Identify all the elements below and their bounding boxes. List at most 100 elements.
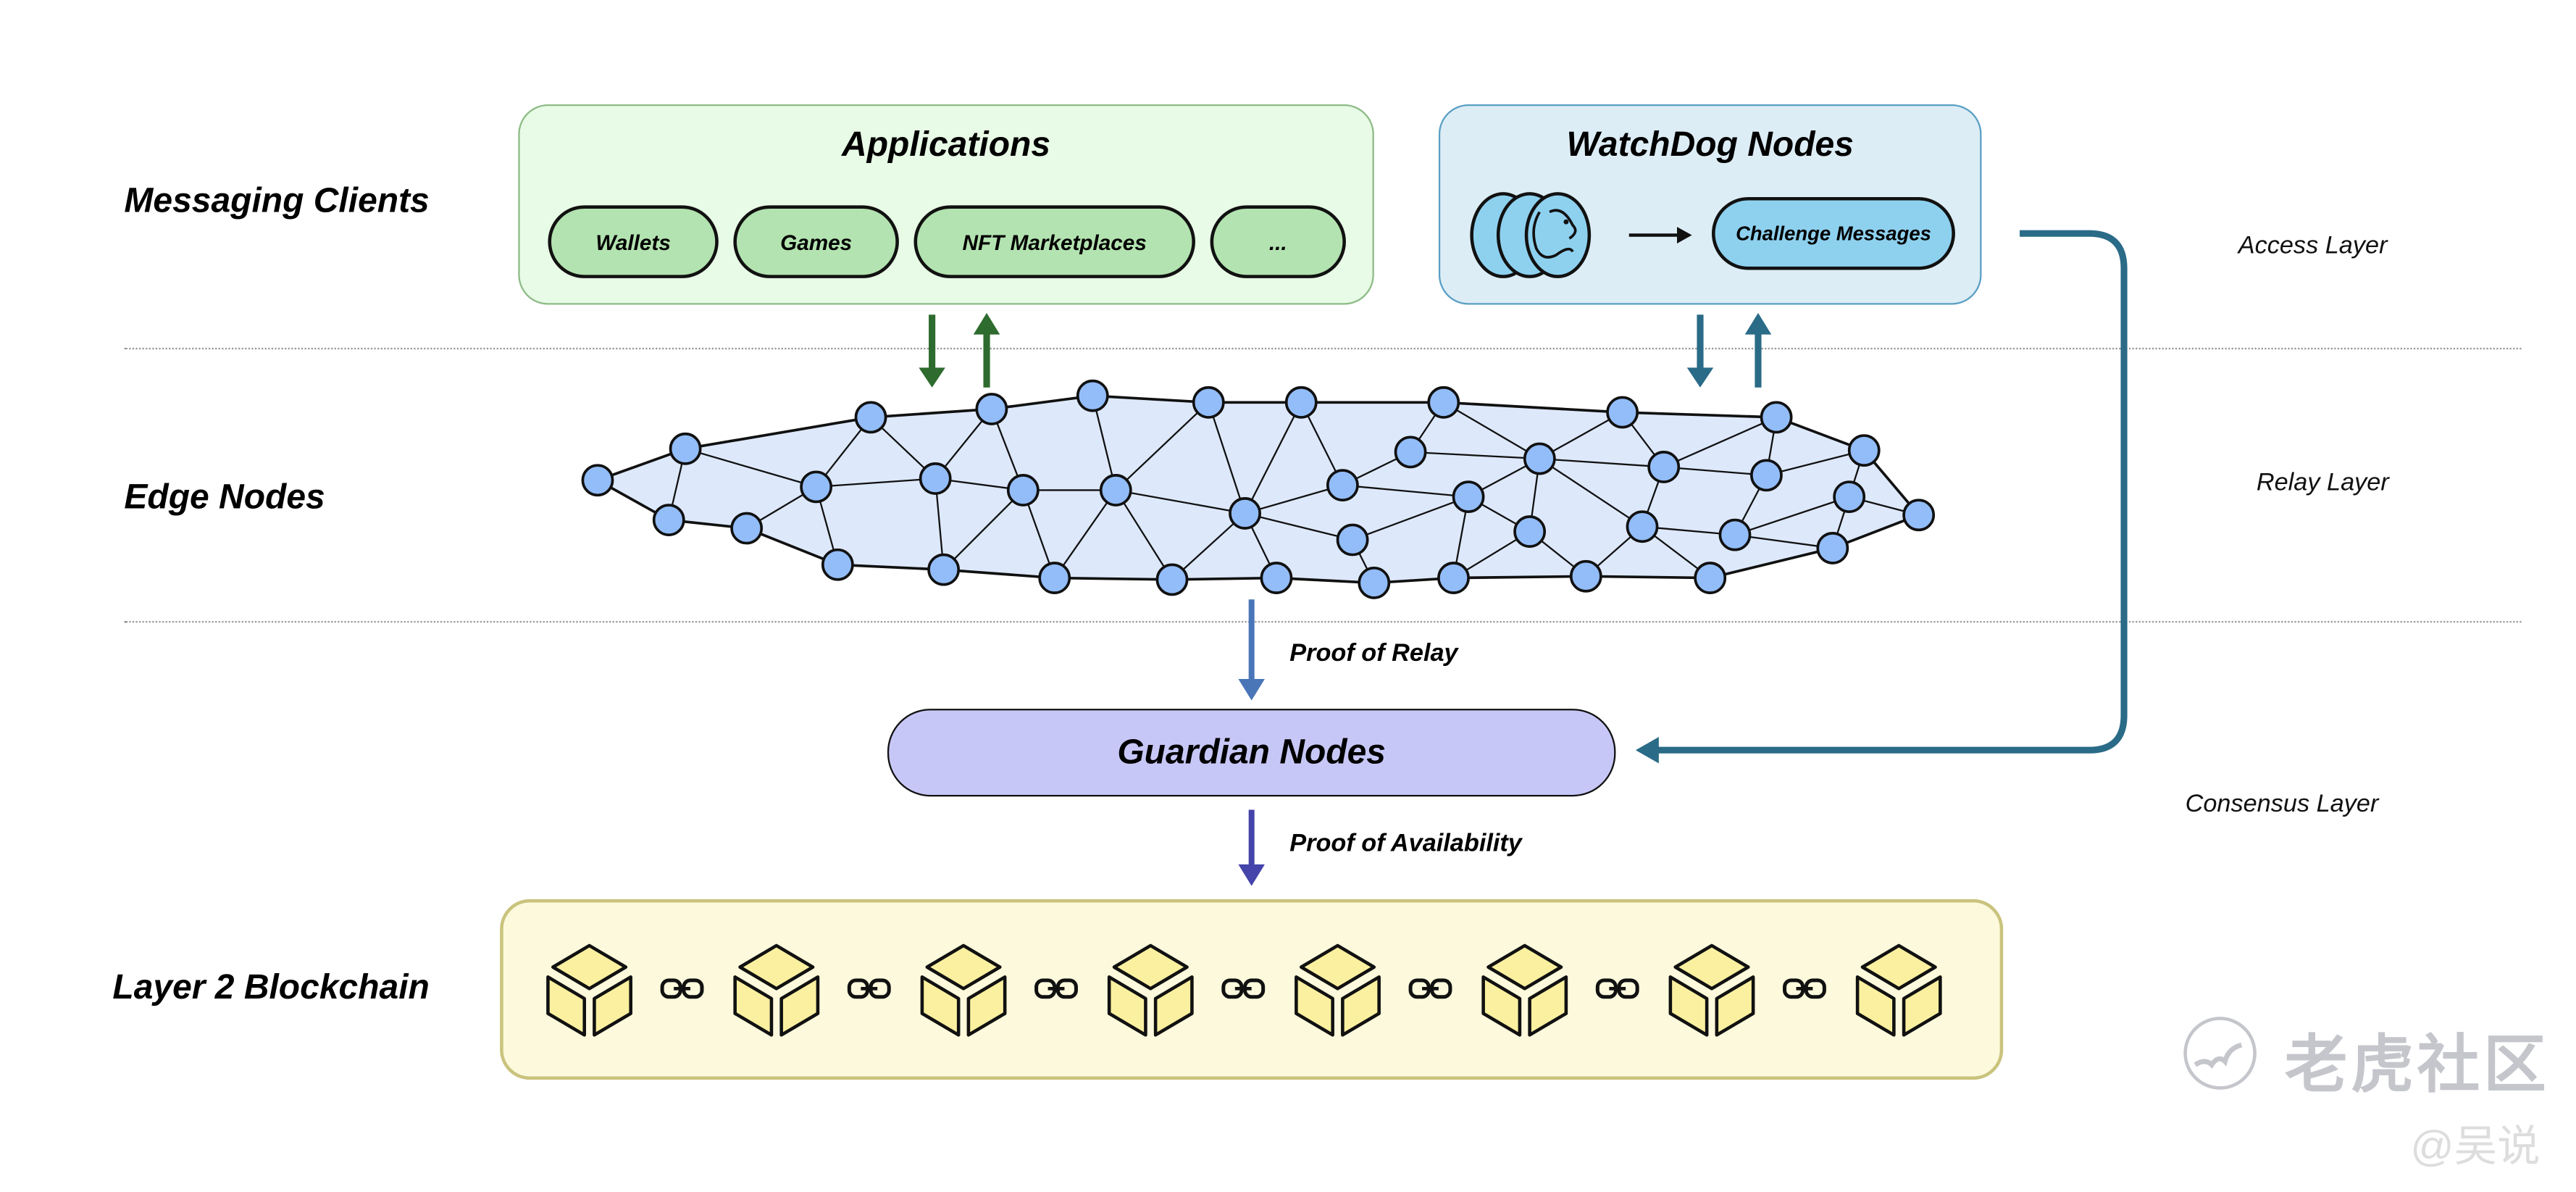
watchdog-dog-icon bbox=[1470, 192, 1592, 278]
edge-node[interactable] bbox=[919, 462, 952, 495]
app-edge-arrows bbox=[919, 312, 1000, 388]
edge-node[interactable] bbox=[1192, 385, 1225, 419]
network-link bbox=[1663, 466, 1767, 477]
block-icon bbox=[1668, 943, 1755, 1037]
row-label-layer2-blockchain: Layer 2 Blockchain bbox=[112, 968, 430, 1007]
chain-link-icon bbox=[1408, 978, 1452, 999]
edge-node[interactable] bbox=[669, 432, 702, 465]
edge-node[interactable] bbox=[927, 553, 961, 586]
edge-node[interactable] bbox=[1760, 401, 1793, 434]
watchdog-edge-arrows bbox=[1686, 312, 1772, 388]
edge-node[interactable] bbox=[730, 512, 764, 545]
edge-node[interactable] bbox=[1750, 459, 1783, 492]
network-link bbox=[991, 395, 1093, 410]
edge-node[interactable] bbox=[1006, 474, 1040, 507]
edge-node[interactable] bbox=[975, 393, 1008, 425]
block-icon bbox=[1107, 943, 1194, 1037]
watchdog-box: WatchDog Nodes Challenge Messages bbox=[1438, 104, 1982, 305]
network-link bbox=[1443, 401, 1540, 460]
arrow-down-icon bbox=[1238, 864, 1265, 886]
edge-node[interactable] bbox=[581, 464, 614, 497]
edge-node[interactable] bbox=[1718, 518, 1752, 551]
applications-box: Applications Wallets Games NFT Marketpla… bbox=[518, 104, 1374, 305]
edge-node[interactable] bbox=[1076, 379, 1109, 412]
edge-node[interactable] bbox=[1833, 480, 1866, 513]
edge-node[interactable] bbox=[1647, 451, 1681, 483]
block-icon bbox=[920, 943, 1007, 1037]
applications-title: Applications bbox=[842, 125, 1051, 164]
edge-node[interactable] bbox=[1358, 567, 1391, 599]
edge-node[interactable] bbox=[1260, 562, 1293, 594]
layer-label-consensus: Consensus Layer bbox=[2185, 790, 2379, 818]
guardian-nodes-box[interactable]: Guardian Nodes bbox=[887, 709, 1616, 797]
network-area bbox=[594, 394, 1921, 585]
network-link bbox=[1244, 401, 1302, 514]
chain-link-icon bbox=[1783, 978, 1826, 999]
edge-node[interactable] bbox=[1902, 499, 1936, 532]
network-link bbox=[1053, 489, 1117, 579]
edge-node[interactable] bbox=[1336, 523, 1369, 557]
row-label-edge-nodes: Edge Nodes bbox=[124, 478, 325, 517]
network-link bbox=[1342, 484, 1469, 498]
network-link bbox=[1663, 416, 1777, 468]
arrow-up-icon bbox=[973, 312, 1000, 335]
challenge-messages-pill[interactable]: Challenge Messages bbox=[1712, 196, 1955, 270]
network-link bbox=[1734, 496, 1850, 536]
arrow-down-icon bbox=[919, 367, 945, 388]
app-pill-nft-marketplaces[interactable]: NFT Marketplaces bbox=[913, 205, 1195, 278]
network-link bbox=[1352, 496, 1469, 541]
edge-node[interactable] bbox=[1437, 562, 1470, 594]
block-icon bbox=[1481, 943, 1568, 1037]
edge-node[interactable] bbox=[652, 504, 685, 536]
edge-node[interactable] bbox=[1427, 385, 1460, 419]
edge-node[interactable] bbox=[1523, 442, 1556, 475]
block-icon bbox=[1855, 943, 1942, 1037]
edge-node[interactable] bbox=[1038, 562, 1071, 594]
edge-node[interactable] bbox=[1569, 559, 1602, 593]
edge-node[interactable] bbox=[821, 548, 854, 581]
network-link bbox=[1443, 401, 1623, 414]
block-icon bbox=[546, 943, 632, 1037]
block-icon bbox=[1295, 943, 1381, 1037]
edge-node[interactable] bbox=[1694, 562, 1727, 594]
layer-divider-bottom bbox=[124, 620, 2522, 623]
edge-node[interactable] bbox=[1606, 396, 1639, 429]
tiger-logo-icon bbox=[2183, 1017, 2257, 1090]
edge-node[interactable] bbox=[1394, 435, 1427, 469]
edge-node[interactable] bbox=[1452, 480, 1485, 513]
edge-node[interactable] bbox=[800, 470, 833, 504]
network-link bbox=[1171, 512, 1246, 580]
proof-of-availability-label: Proof of Availability bbox=[1289, 829, 1522, 858]
network-link bbox=[1208, 401, 1246, 514]
proof-of-relay-label: Proof of Relay bbox=[1289, 639, 1458, 667]
arrow-right-icon bbox=[1628, 227, 1692, 243]
edge-node[interactable] bbox=[1626, 510, 1659, 543]
edge-node[interactable] bbox=[854, 401, 887, 434]
app-pill-wallets[interactable]: Wallets bbox=[548, 205, 719, 278]
edge-node[interactable] bbox=[1326, 469, 1359, 501]
layer-label-relay: Relay Layer bbox=[2256, 468, 2389, 497]
edge-node[interactable] bbox=[1816, 532, 1849, 564]
network-link bbox=[1245, 512, 1353, 541]
layer2-blockchain-box bbox=[500, 899, 2004, 1080]
watchdog-guardian-connector bbox=[1655, 230, 2128, 754]
edge-node[interactable] bbox=[1155, 563, 1189, 596]
watermark-brand: 老虎社区 bbox=[2284, 1031, 2550, 1101]
network-link bbox=[837, 564, 944, 571]
network-link bbox=[685, 448, 816, 488]
edge-node[interactable] bbox=[1847, 434, 1881, 467]
row-label-messaging-clients: Messaging Clients bbox=[124, 182, 430, 220]
edge-node[interactable] bbox=[1513, 515, 1547, 548]
network-link bbox=[1116, 489, 1245, 514]
edge-node[interactable] bbox=[1229, 497, 1261, 530]
chain-link-icon bbox=[1221, 978, 1266, 999]
arrow-down-icon bbox=[1238, 678, 1265, 701]
chain-link-icon bbox=[1595, 978, 1639, 999]
network-link bbox=[1092, 395, 1209, 404]
app-pill-more[interactable]: ... bbox=[1210, 205, 1346, 278]
app-pill-games[interactable]: Games bbox=[733, 205, 899, 278]
edge-node[interactable] bbox=[1099, 474, 1132, 507]
edge-node[interactable] bbox=[1284, 385, 1318, 419]
arrow-up-icon bbox=[1744, 312, 1772, 335]
